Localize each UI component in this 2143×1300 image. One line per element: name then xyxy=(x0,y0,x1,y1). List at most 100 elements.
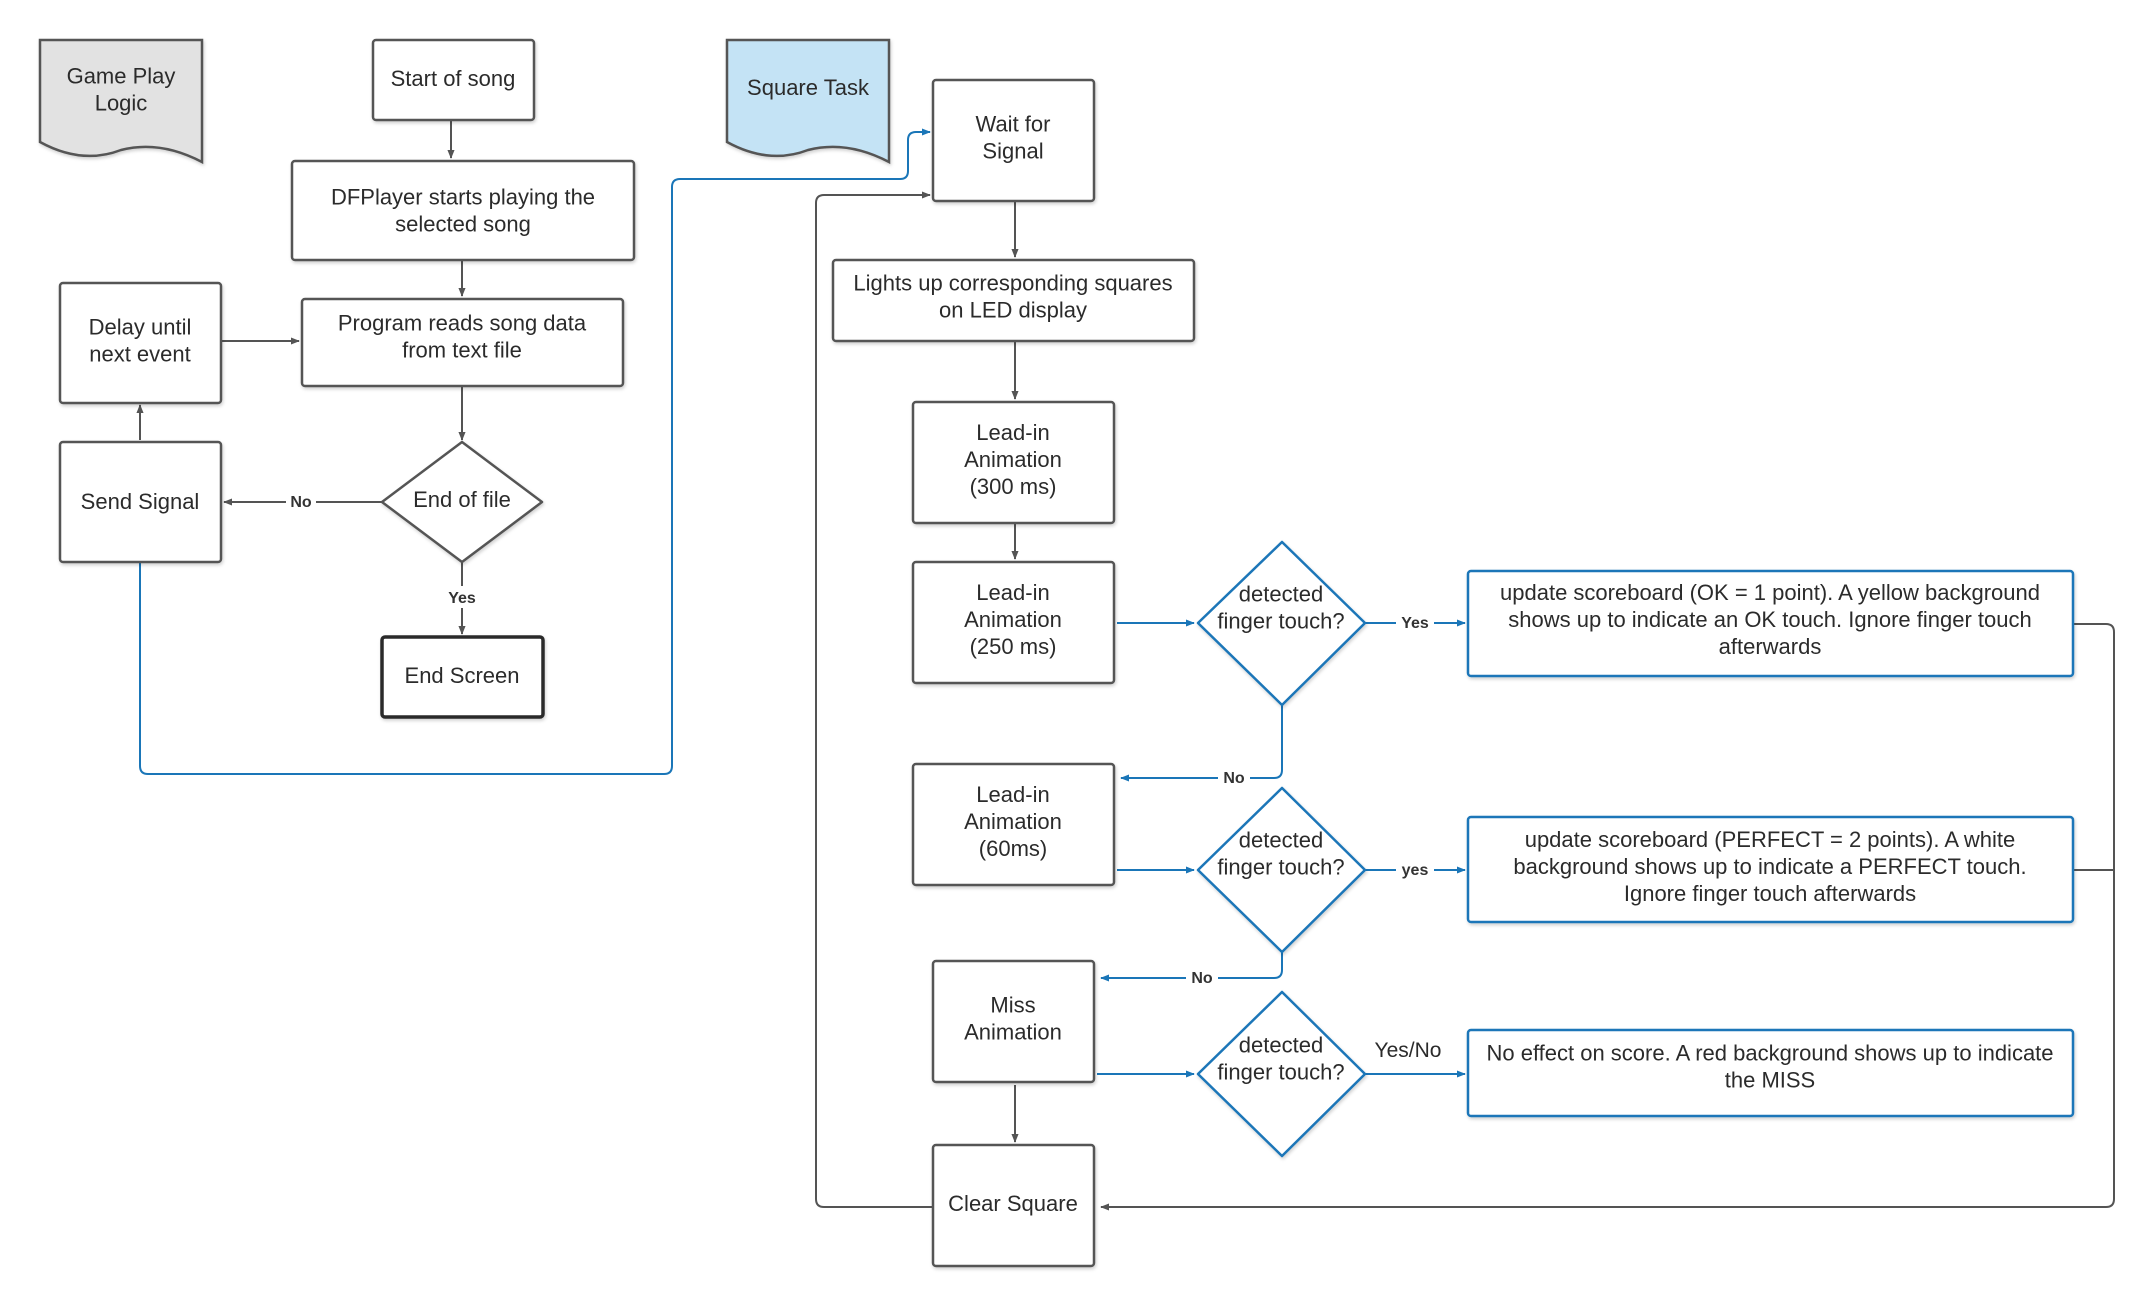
label-line: background shows up to indicate a PERFEC… xyxy=(1513,854,2026,879)
node-end-of-file: End of file xyxy=(380,440,544,564)
label-line: finger touch? xyxy=(1217,1060,1344,1085)
label-line: Wait for xyxy=(976,112,1051,137)
edge-label-no-2: No xyxy=(1191,970,1213,987)
node-clear-square: Clear Square xyxy=(931,1143,1096,1268)
label-line: afterwards xyxy=(1719,634,1822,659)
label-line: detected xyxy=(1239,1033,1323,1058)
label-line: Animation xyxy=(964,607,1062,632)
edge-label-no-1: No xyxy=(1223,770,1245,787)
label-line: finger touch? xyxy=(1217,609,1344,634)
label-line: Game Play xyxy=(67,64,176,89)
label-line: on LED display xyxy=(939,298,1087,323)
node-clear-square-label: Clear Square xyxy=(948,1191,1078,1216)
node-send-signal-label: Send Signal xyxy=(81,489,200,514)
label-line: Animation xyxy=(964,447,1062,472)
edge-detected2-no-to-miss xyxy=(1100,952,1283,982)
label-line: update scoreboard (PERFECT = 2 points). … xyxy=(1525,827,2016,852)
node-perfect-result: update scoreboard (PERFECT = 2 points). … xyxy=(1466,815,2075,924)
label-line: (300 ms) xyxy=(970,474,1057,499)
edge-labels: No Yes Yes No yes No Yes/No xyxy=(286,490,1441,1062)
label-line: Signal xyxy=(982,139,1043,164)
label-line: Lights up corresponding squares xyxy=(853,271,1172,296)
label-line: Animation xyxy=(964,1020,1062,1045)
label-line: next event xyxy=(89,342,191,367)
node-start-of-song-label: Start of song xyxy=(391,66,516,91)
label-line: finger touch? xyxy=(1217,855,1344,880)
label-line: Start of song xyxy=(391,66,516,91)
label-line: No effect on score. A red background sho… xyxy=(1486,1041,2053,1066)
label-line: Delay until xyxy=(89,315,192,340)
label-line: the MISS xyxy=(1725,1068,1815,1093)
label-line: Lead-in xyxy=(976,580,1049,605)
edge-label-yes-2: yes xyxy=(1402,862,1429,879)
label-line: Send Signal xyxy=(81,489,200,514)
edge-clear-to-wait-loop xyxy=(815,191,934,1208)
label-line: detected xyxy=(1239,582,1323,607)
label-line: detected xyxy=(1239,828,1323,853)
label-line: Lead-in xyxy=(976,420,1049,445)
label-line: DFPlayer starts playing the xyxy=(331,185,595,210)
label-line: update scoreboard (OK = 1 point). A yell… xyxy=(1500,580,2040,605)
edge-label-yesno-3: Yes/No xyxy=(1375,1039,1442,1062)
node-ok-result: update scoreboard (OK = 1 point). A yell… xyxy=(1466,569,2075,678)
label-line: Logic xyxy=(95,91,148,116)
node-end-of-file-label: End of file xyxy=(413,487,511,512)
node-end-screen-label: End Screen xyxy=(405,663,520,688)
label-line: End of file xyxy=(413,487,511,512)
node-start-of-song: Start of song xyxy=(371,38,536,122)
label-line: (250 ms) xyxy=(970,634,1057,659)
node-send-signal: Send Signal xyxy=(58,440,223,564)
label-line: Program reads song data xyxy=(338,311,587,336)
node-perfect-result-label: update scoreboard (PERFECT = 2 points). … xyxy=(1513,827,2026,906)
doc-square-task: Square Task xyxy=(725,38,891,165)
label-line: End Screen xyxy=(405,663,520,688)
label-line: Animation xyxy=(964,809,1062,834)
edge-label-yes-1: Yes xyxy=(1401,615,1429,632)
label-line: from text file xyxy=(402,338,522,363)
edge-send-signal-to-wait xyxy=(139,128,931,775)
edge-label-yes: Yes xyxy=(448,590,476,607)
doc-square-task-label: Square Task xyxy=(747,75,870,100)
edge-results-to-clear xyxy=(1100,623,2115,1211)
label-line: Clear Square xyxy=(948,1191,1078,1216)
node-miss-result: No effect on score. A red background sho… xyxy=(1466,1028,2075,1118)
node-ok-result-label: update scoreboard (OK = 1 point). A yell… xyxy=(1500,580,2040,659)
edge-label-no: No xyxy=(290,494,312,511)
label-line: Miss xyxy=(990,993,1035,1018)
node-miss-result-label: No effect on score. A red background sho… xyxy=(1486,1041,2053,1093)
label-line: Ignore finger touch afterwards xyxy=(1624,881,1916,906)
label-line: Square Task xyxy=(747,75,870,100)
node-end-screen: End Screen xyxy=(380,635,545,719)
label-line: Lead-in xyxy=(976,782,1049,807)
edge-detected1-no-to-lead60 xyxy=(1120,705,1283,782)
label-line: selected song xyxy=(395,212,531,237)
